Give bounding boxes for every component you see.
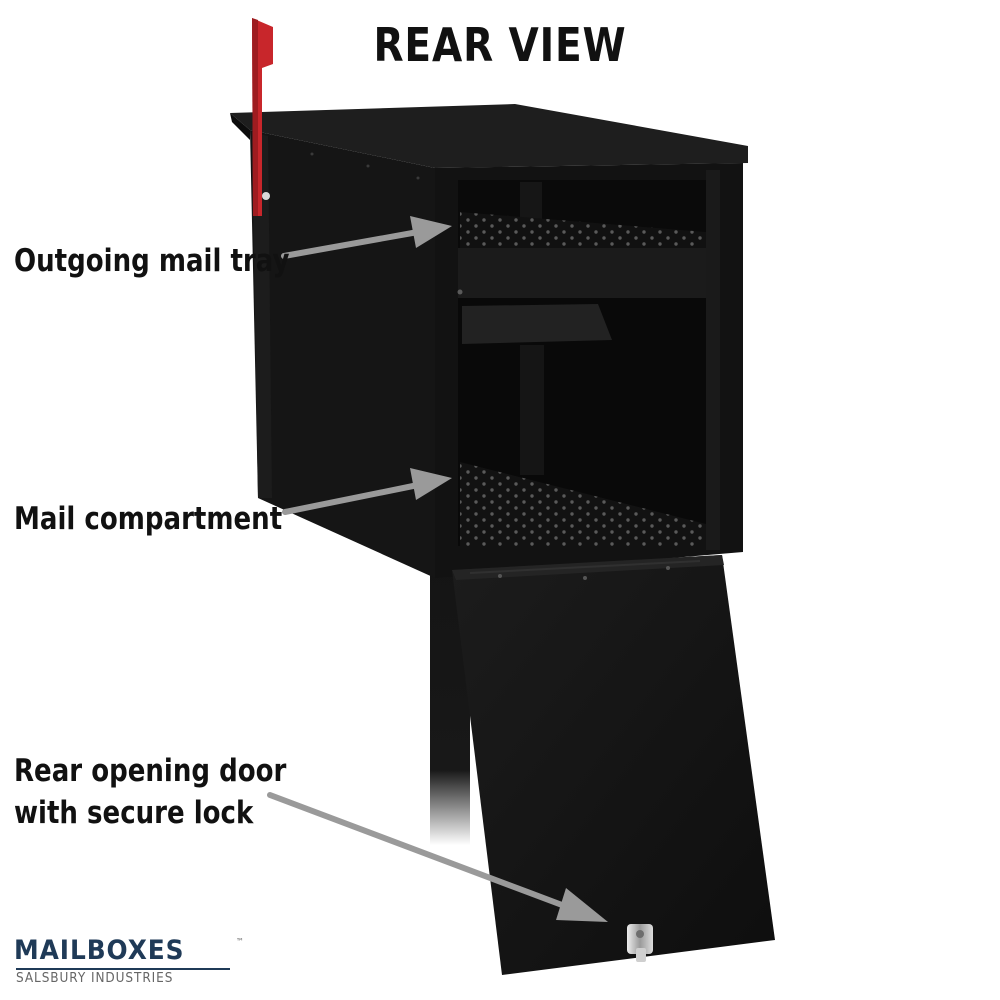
arrow-outgoing-tray xyxy=(281,216,452,259)
brand-logo: MAILBOXES ™ SALSBURY INDUSTRIES xyxy=(14,935,254,990)
arrow-rear-door xyxy=(267,792,608,922)
door-lock-icon xyxy=(627,924,653,962)
outgoing-mail-tray xyxy=(457,180,716,304)
callout-rear-door-line1: Rear opening door xyxy=(14,753,287,789)
rear-door xyxy=(452,555,775,975)
brand-name: MAILBOXES xyxy=(14,935,185,966)
red-flag-icon xyxy=(252,18,273,216)
page-title: REAR VIEW xyxy=(373,18,627,72)
arrow-mail-compartment xyxy=(282,468,452,515)
callout-outgoing-mail-tray: Outgoing mail tray xyxy=(14,243,290,279)
callout-rear-door: Rear opening door with secure lock xyxy=(14,750,286,834)
brand-tagline: SALSBURY INDUSTRIES xyxy=(16,971,174,986)
mail-compartment xyxy=(458,170,720,550)
brand-divider xyxy=(16,968,230,970)
brand-trademark: ™ xyxy=(236,937,244,946)
callout-mail-compartment: Mail compartment xyxy=(14,501,283,537)
callout-rear-door-line2: with secure lock xyxy=(14,795,254,831)
